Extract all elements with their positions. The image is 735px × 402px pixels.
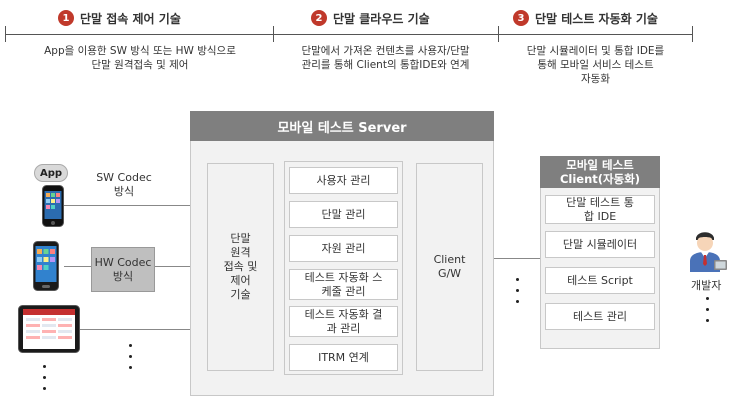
gateway-client-connector bbox=[483, 258, 540, 259]
description-line: 통해 모바일 서비스 테스트 bbox=[537, 59, 654, 71]
steps-tick bbox=[692, 26, 693, 42]
label-line: SW Codec bbox=[96, 171, 152, 184]
ellipsis-dot bbox=[706, 308, 709, 311]
developer-label: 개발자 bbox=[691, 279, 722, 292]
function-device-management: 단말 관리 bbox=[289, 201, 398, 228]
client-integrated-ide: 단말 테스트 통합 IDE bbox=[545, 195, 655, 224]
hw-phone-connector bbox=[64, 266, 91, 267]
step-2-badge: 2 bbox=[311, 10, 327, 26]
smartphone-icon bbox=[33, 241, 59, 295]
client-simulator: 단말 시뮬레이터 bbox=[545, 231, 655, 258]
label-line: Client bbox=[433, 253, 466, 266]
ellipsis-dot bbox=[129, 344, 132, 347]
step-2-title: 단말 클라우드 기술 bbox=[333, 12, 430, 26]
description-line: 단말 원격접속 및 제어 bbox=[91, 59, 189, 71]
ellipsis-dot bbox=[706, 319, 709, 322]
sw-codec-label: SW Codec 방식 bbox=[85, 171, 163, 199]
hw-box-connector bbox=[155, 266, 207, 267]
label-line: 방식 bbox=[113, 185, 135, 198]
tablet-icon bbox=[18, 305, 80, 357]
client-gateway-label: Client G/W bbox=[416, 163, 483, 371]
label-line: 기술 bbox=[230, 288, 251, 301]
description-line: 관리를 통해 Client의 통합IDE와 연계 bbox=[301, 59, 470, 71]
step-1-title: 단말 접속 제어 기술 bbox=[80, 12, 181, 26]
label-line: 방식 bbox=[112, 269, 134, 283]
smartphone-icon bbox=[42, 185, 64, 231]
description-line: App을 이용한 SW 방식 또는 HW 방식으로 bbox=[44, 45, 236, 57]
client-gateway-box bbox=[416, 163, 483, 371]
tablet-connector bbox=[80, 329, 207, 330]
label-line: 제어 bbox=[230, 274, 251, 287]
step-1-description: App을 이용한 SW 방식 또는 HW 방식으로 단말 원격접속 및 제어 bbox=[15, 44, 265, 72]
steps-tick bbox=[5, 26, 6, 42]
app-badge-label: App bbox=[39, 167, 63, 179]
remote-control-label: 단말 원격 접속 및 제어 기술 bbox=[207, 163, 274, 371]
steps-tick bbox=[273, 26, 274, 42]
developer-icon bbox=[684, 226, 728, 276]
hw-codec-label: HW Codec 방식 bbox=[91, 247, 155, 292]
ellipsis-dot bbox=[516, 278, 519, 281]
server-title: 모바일 테스트 Server bbox=[190, 111, 494, 141]
title-line: Client(자동화) bbox=[559, 172, 641, 186]
description-line: 자동화 bbox=[581, 73, 610, 85]
label-line: 원격 bbox=[230, 246, 251, 259]
title-line: 모바일 테스트 bbox=[566, 158, 634, 172]
ellipsis-dot bbox=[516, 289, 519, 292]
ellipsis-dot bbox=[43, 387, 46, 390]
client-test-management: 테스트 관리 bbox=[545, 303, 655, 330]
step-1-badge: 1 bbox=[58, 10, 74, 26]
function-itrm-link: ITRM 연계 bbox=[289, 344, 398, 371]
ellipsis-dot bbox=[706, 297, 709, 300]
step-3-description: 단말 시뮬레이터 및 통합 IDE를 통해 모바일 서비스 테스트 자동화 bbox=[503, 44, 688, 86]
sw-phone-connector bbox=[64, 205, 207, 206]
client-test-script: 테스트 Script bbox=[545, 267, 655, 294]
label-line: HW Codec bbox=[94, 255, 152, 269]
function-test-results: 테스트 자동화 결과 관리 bbox=[289, 306, 398, 337]
hw-codec-box bbox=[91, 247, 155, 292]
label-line: 단말 bbox=[230, 232, 251, 245]
step-3-title: 단말 테스트 자동화 기술 bbox=[535, 12, 658, 26]
ellipsis-dot bbox=[43, 365, 46, 368]
app-badge: App bbox=[34, 164, 68, 182]
ellipsis-dot bbox=[43, 376, 46, 379]
ellipsis-dot bbox=[516, 300, 519, 303]
step-2-description: 단말에서 가져온 컨텐츠를 사용자/단말 관리를 통해 Client의 통합ID… bbox=[278, 44, 493, 72]
steps-top-rule bbox=[5, 34, 693, 35]
description-line: 단말에서 가져온 컨텐츠를 사용자/단말 bbox=[301, 45, 470, 57]
ellipsis-dot bbox=[129, 366, 132, 369]
function-user-management: 사용자 관리 bbox=[289, 167, 398, 194]
label-line: 접속 및 bbox=[223, 260, 258, 273]
label-line: G/W bbox=[437, 267, 462, 280]
steps-tick bbox=[498, 26, 499, 42]
remote-control-box bbox=[207, 163, 274, 371]
client-title: 모바일 테스트 Client(자동화) bbox=[540, 156, 660, 188]
ellipsis-dot bbox=[129, 355, 132, 358]
step-3-badge: 3 bbox=[513, 10, 529, 26]
description-line: 단말 시뮬레이터 및 통합 IDE를 bbox=[526, 45, 665, 57]
function-resource-management: 자원 관리 bbox=[289, 235, 398, 262]
function-test-schedule: 테스트 자동화 스케줄 관리 bbox=[289, 269, 398, 300]
server-functions-panel bbox=[284, 161, 403, 375]
